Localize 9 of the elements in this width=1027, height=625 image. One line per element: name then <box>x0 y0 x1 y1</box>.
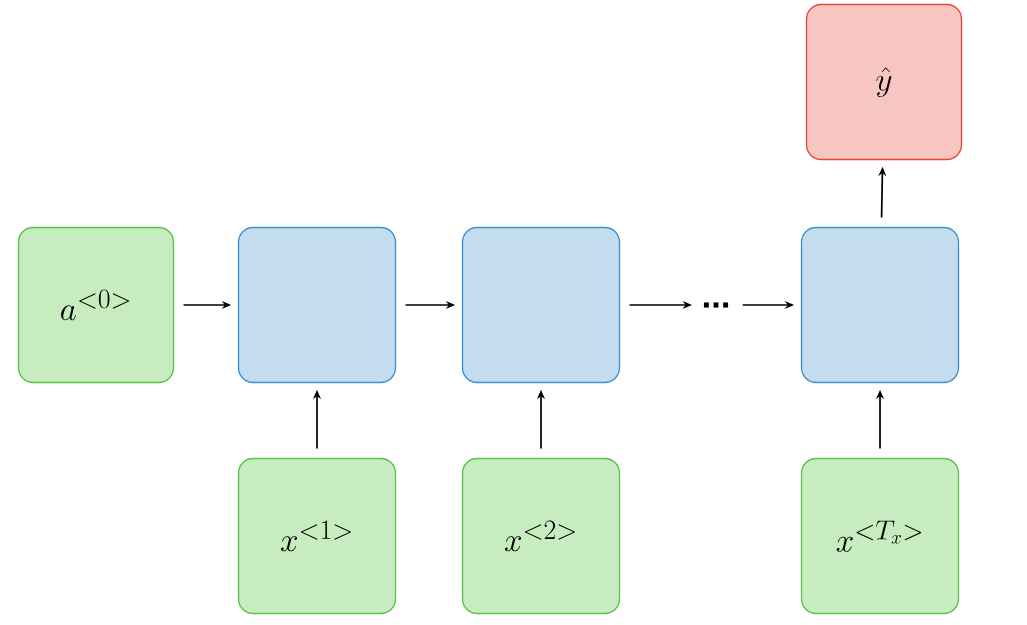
ellipsis-text: ... <box>703 302 729 308</box>
rnn-cell-box <box>237 226 397 384</box>
rnn-cell-box <box>800 226 960 384</box>
input-box: $x^{<1>}$ <box>237 457 397 615</box>
input-box: $a^{<0>}$ <box>17 226 175 384</box>
input-box: $x^{<T_x>}$ <box>800 457 960 615</box>
output-box: $\hat{y}$ <box>805 3 963 161</box>
input-box: $x^{<2>}$ <box>461 457 621 615</box>
rnn-cell-box <box>461 226 621 384</box>
